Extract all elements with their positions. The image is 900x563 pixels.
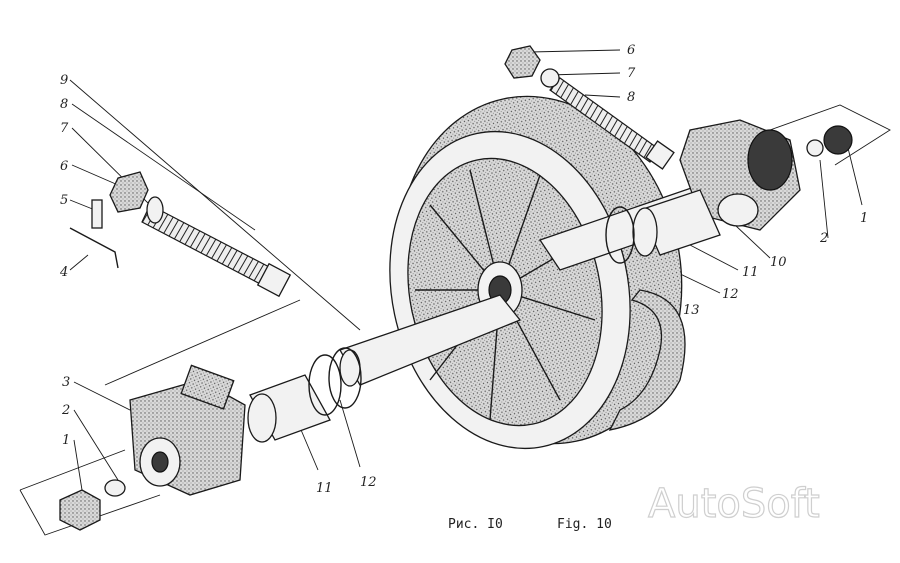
- right-bushings: [605, 189, 721, 264]
- label-7: 7: [60, 121, 69, 136]
- cotter-5: [91, 199, 103, 229]
- washer-icon: [146, 196, 164, 224]
- left-cap: [59, 479, 126, 531]
- pin-4: [69, 227, 119, 269]
- label-11-bottom: 11: [316, 481, 333, 496]
- label-2-right: 2: [819, 231, 828, 246]
- left-bracket: [129, 364, 246, 496]
- nut-icon: [109, 171, 149, 213]
- label-5: 5: [60, 193, 68, 208]
- label-4: 4: [59, 265, 68, 280]
- idler-wheel: [389, 95, 686, 450]
- label-9: 9: [60, 73, 68, 88]
- label-2: 2: [61, 403, 70, 418]
- watermark: AutoSoft: [648, 481, 820, 527]
- label-12-bottom: 12: [360, 475, 377, 490]
- callout-labels: 9 8 7 6 5 4 3 2 1 11 12 6 7 8 1 2 10 11 …: [59, 43, 868, 496]
- label-12-right: 12: [722, 287, 739, 302]
- left-bushings: [247, 347, 362, 443]
- top-bolt: [504, 45, 675, 170]
- caption-en: Fig. 10: [557, 517, 612, 532]
- right-cap: [806, 125, 853, 157]
- label-13: 13: [683, 303, 700, 318]
- label-8-top: 8: [627, 90, 635, 105]
- label-6-top: 6: [627, 43, 635, 58]
- label-11-right: 11: [742, 265, 759, 280]
- leader-lines: [19, 49, 891, 536]
- label-3: 3: [62, 375, 70, 390]
- label-6: 6: [60, 159, 68, 174]
- label-10: 10: [770, 255, 787, 270]
- label-1-right: 1: [860, 211, 868, 226]
- label-1: 1: [62, 433, 70, 448]
- label-8: 8: [60, 97, 68, 112]
- caption-ru: Рис. I0: [448, 517, 503, 532]
- right-bracket: [679, 119, 801, 231]
- label-7-top: 7: [627, 66, 636, 81]
- left-bolt: [69, 171, 292, 298]
- scraper-13: [608, 289, 686, 431]
